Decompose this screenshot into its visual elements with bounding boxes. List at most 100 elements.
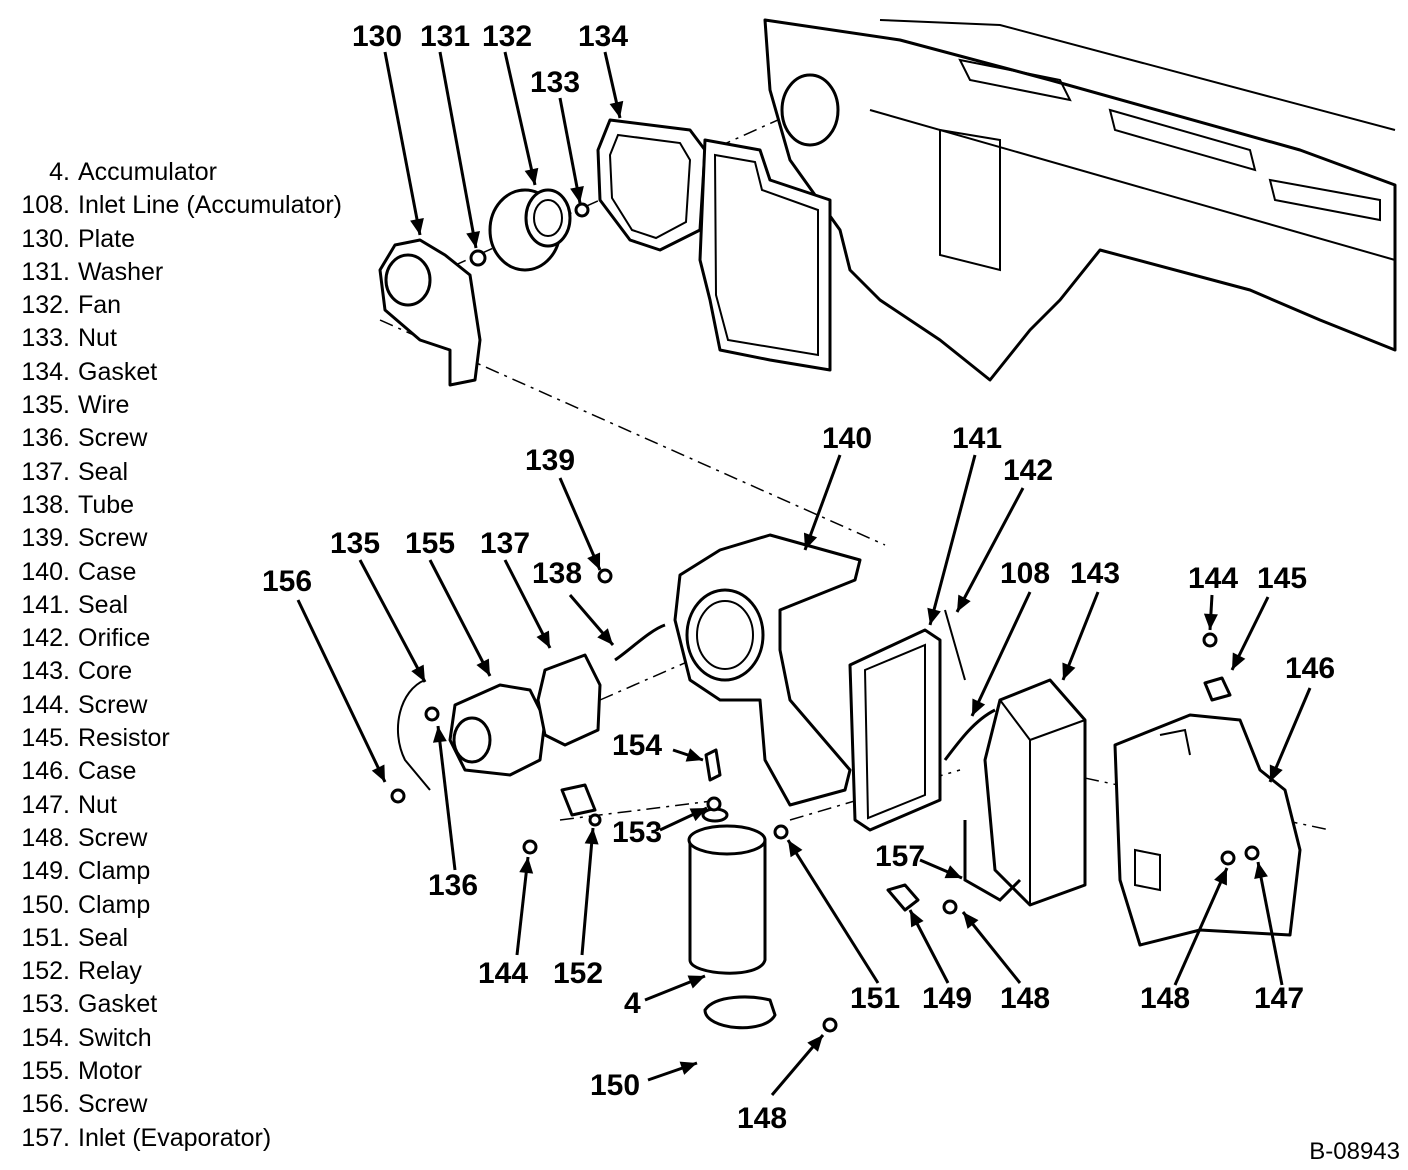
leader-arrowhead [910, 910, 924, 928]
legend-item-number: 154. [21, 1023, 70, 1052]
leader-arrowhead [963, 912, 979, 929]
legend-item-name: Inlet Line (Accumulator) [78, 191, 343, 220]
leader-line [580, 827, 595, 956]
callout-153: 153 [612, 816, 662, 849]
switch-154-part [704, 748, 722, 782]
legend-item-name: Clamp [78, 890, 151, 919]
legend-item: 135. Wire [8, 389, 398, 422]
leader-line [1256, 861, 1284, 986]
callout-131: 131 [420, 20, 470, 53]
legend-item-name: Case [78, 757, 137, 786]
legend-item: 4.Accumulator [8, 156, 398, 189]
leader-line [296, 599, 387, 783]
firewall-panel [763, 18, 1397, 382]
leader-arrowhead [584, 828, 599, 845]
core-143-part [983, 678, 1087, 907]
legend-item-number: 145. [21, 724, 70, 753]
legend-item-number: 137. [21, 457, 70, 486]
case-146-part [1113, 713, 1302, 947]
leader-arrowhead [410, 217, 424, 235]
legend-item-name: Accumulator [78, 158, 217, 186]
leader-arrowhead [609, 100, 624, 118]
legend-item-name: Case [78, 557, 137, 586]
seal-141-part [848, 628, 942, 832]
legend-item-name: Gasket [78, 990, 158, 1019]
legend-item-name: Seal [78, 590, 129, 619]
legend-item-number: 143. [21, 657, 70, 686]
legend-item-name: Washer [78, 257, 164, 286]
leader-line [558, 97, 582, 204]
leader-arrowhead [466, 230, 480, 248]
legend-item-name: Motor [78, 1057, 142, 1086]
legend-item: 133.Nut [8, 322, 398, 355]
leader-line [955, 487, 1025, 613]
legend-item-name: Wire [78, 391, 130, 420]
legend-item-number: 148. [21, 823, 70, 852]
legend-item-number: 156. [21, 1090, 70, 1119]
leader-line [383, 51, 422, 236]
legend-item-number: 151. [21, 923, 70, 952]
legend-item: 143. Core [8, 655, 398, 688]
callout-155: 155 [405, 527, 455, 560]
leader-arrowhead [536, 630, 550, 648]
legend-item-number: 142. [21, 624, 70, 653]
legend-item-number: 130. [21, 224, 70, 253]
leader-arrowhead [788, 840, 803, 858]
leader-arrowhead [679, 1061, 697, 1075]
legend-item-number: 140. [21, 557, 70, 586]
leader-line [428, 559, 492, 677]
leader-line [436, 725, 457, 871]
legend-item-number: 153. [21, 990, 70, 1019]
accumulator-4-part [687, 807, 767, 975]
leader-line [558, 477, 602, 571]
leader-arrowhead [1269, 764, 1283, 782]
callout-152: 152 [553, 957, 603, 990]
inlet-line-108-part [943, 708, 996, 761]
wire-135-part [397, 679, 431, 791]
legend-item-name: Seal [78, 457, 129, 486]
legend-item-name: Fan [78, 291, 122, 320]
legend-item: 138.Tube [8, 489, 398, 522]
legend-item-name: Screw [78, 424, 148, 453]
gasket-134-part [596, 118, 832, 372]
legend-item-name: Screw [78, 690, 148, 719]
leader-arrowhead [411, 664, 425, 682]
relay-152-part [560, 783, 597, 817]
callout-140: 140 [822, 422, 872, 455]
callout-138: 138 [532, 557, 582, 590]
leader-arrowhead [570, 185, 584, 203]
legend-item-name: Core [78, 657, 133, 686]
callout-144-lower: 144 [478, 957, 528, 990]
legend-item-name: Plate [78, 224, 135, 253]
legend-item-number: 150. [21, 890, 70, 919]
legend-item: 149.Clamp [8, 855, 398, 888]
leader-arrowhead [803, 532, 818, 550]
callout-150: 150 [590, 1069, 640, 1102]
clamp-149-part [886, 883, 920, 912]
legend-item-number: 135. [21, 391, 70, 420]
legend-item-number: 152. [21, 957, 70, 986]
legend-item-name: Seal [78, 923, 129, 952]
legend-item: 148.Screw [8, 822, 398, 855]
leader-arrowhead [972, 698, 986, 716]
leader-arrowhead [1214, 868, 1227, 886]
leader-line [515, 856, 530, 956]
leader-arrowhead [807, 1035, 823, 1052]
callout-148-right-a: 148 [1000, 982, 1050, 1015]
legend-item-number: 138. [21, 490, 70, 519]
orifice-142-part [944, 609, 966, 681]
leader-line [970, 591, 1032, 717]
callout-151: 151 [850, 982, 900, 1015]
leader-arrowhead [587, 552, 601, 570]
callout-135: 135 [330, 527, 380, 560]
leader-line [503, 559, 552, 649]
legend-item: 131.Washer [8, 256, 398, 289]
legend-item-name: Switch [78, 1023, 152, 1052]
legend-item: 137. Seal [8, 456, 398, 489]
callout-133: 133 [530, 66, 580, 99]
leader-line [786, 839, 880, 984]
legend-item-number: 132. [21, 291, 70, 320]
legend-item: 134.Gasket [8, 356, 398, 389]
legend-item-number: 149. [21, 857, 70, 886]
